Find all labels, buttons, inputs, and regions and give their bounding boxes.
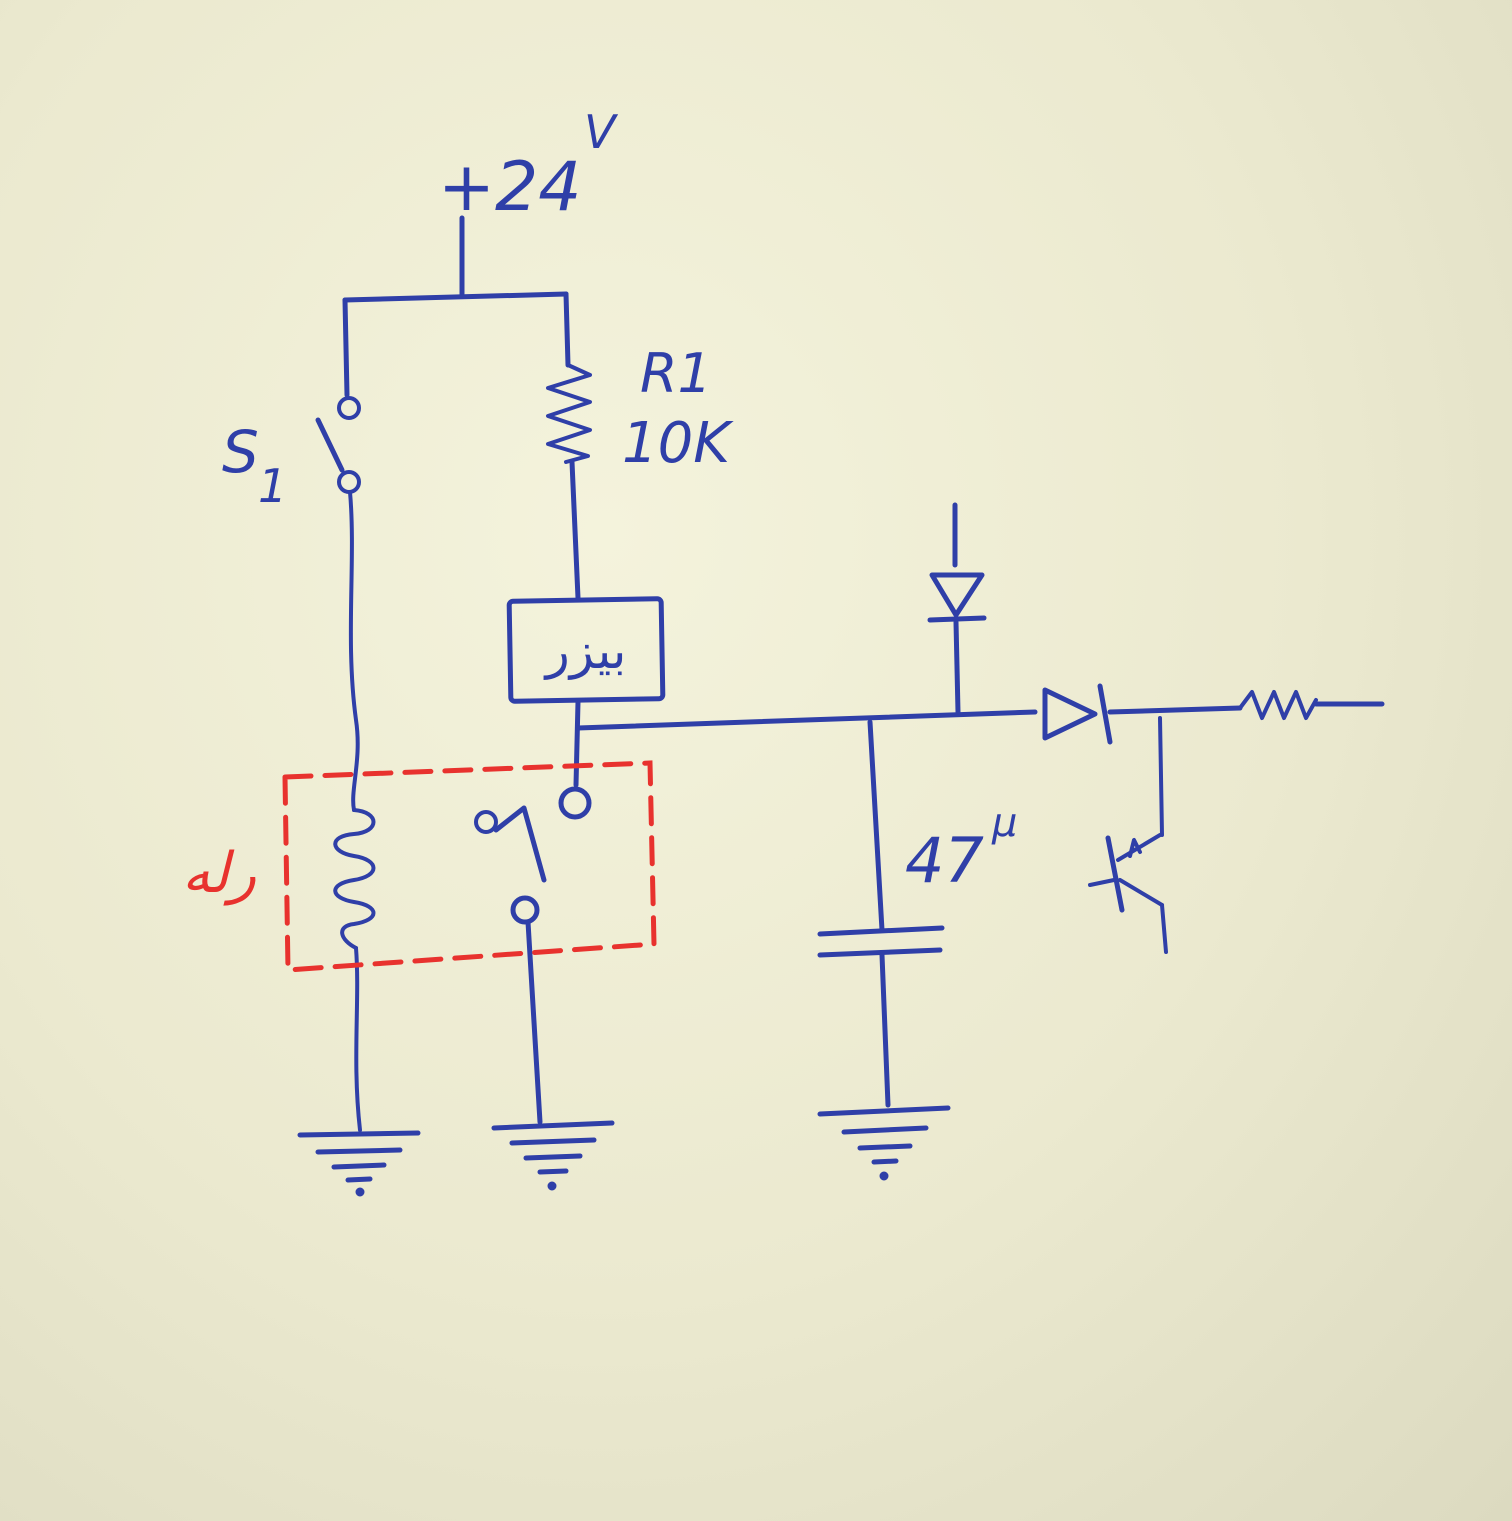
ground-symbol-3: [817, 1105, 951, 1181]
buzzer: بیزر: [506, 596, 666, 704]
ground-symbol-2: [491, 1120, 615, 1191]
relay-outline-box: [282, 760, 657, 973]
transistor: [1088, 833, 1168, 954]
relay-contact-switch: [474, 786, 592, 925]
relay-label: رله: [182, 841, 256, 906]
supply-terminal: +24 V: [342, 105, 619, 303]
wire-diode-to-resistor: [1107, 705, 1243, 715]
capacitor-47u: 47 µ: [817, 719, 1017, 1108]
wire-buzzer-to-contact: [573, 699, 581, 788]
resistor-r1: R1 10K: [546, 291, 734, 601]
wire-contact-to-ground: [525, 919, 543, 1125]
wire-main-node: [575, 709, 1038, 731]
switch-subscript: 1: [258, 459, 287, 513]
buzzer-label: بیزر: [543, 622, 627, 680]
diode-series: [1042, 683, 1113, 745]
resistor-output: [1238, 690, 1385, 720]
switch-label: S: [222, 418, 259, 486]
capacitor-value-label: 47: [905, 824, 984, 897]
wire-to-transistor: [1158, 716, 1164, 837]
ground-symbol-1: [297, 1130, 421, 1197]
wire-coil-to-ground: [354, 946, 362, 1132]
supply-voltage-label: +24: [438, 148, 582, 227]
supply-unit-label: V: [584, 105, 619, 159]
relay-coil: [333, 808, 376, 950]
resistor-value-label: 10K: [622, 411, 734, 476]
capacitor-unit-label: µ: [991, 800, 1017, 846]
diode-top: [927, 502, 987, 715]
resistor-name-label: R1: [640, 342, 712, 405]
switch-s1: S 1: [222, 297, 361, 513]
wire-s1-to-coil: [348, 490, 360, 812]
